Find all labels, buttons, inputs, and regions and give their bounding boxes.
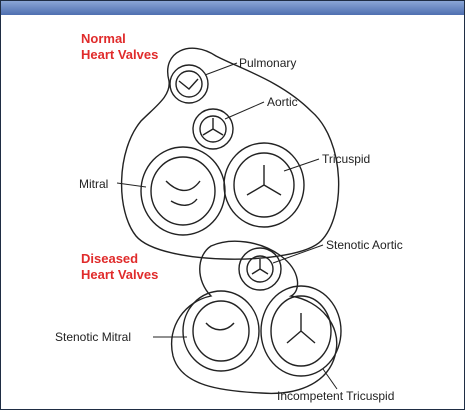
normal-title-line1: Normal — [81, 31, 158, 47]
stenotic-aortic-valve — [239, 248, 281, 290]
stenotic-mitral-valve — [183, 291, 259, 371]
label-pulmonary: Pulmonary — [239, 56, 296, 70]
label-tricuspid: Tricuspid — [322, 152, 370, 166]
label-stenotic-aortic: Stenotic Aortic — [326, 238, 403, 252]
label-stenotic-mitral: Stenotic Mitral — [55, 330, 131, 344]
tricuspid-valve — [224, 143, 304, 227]
normal-heart-outline — [122, 48, 339, 259]
incompetent-tricuspid-valve — [261, 286, 341, 376]
diseased-title-line1: Diseased — [81, 251, 158, 267]
pulmonary-valve — [170, 65, 208, 103]
label-mitral: Mitral — [79, 177, 108, 191]
label-incompetent-tricuspid: Incompetent Tricuspid — [277, 389, 394, 403]
normal-title-line2: Heart Valves — [81, 47, 158, 63]
diseased-heart-valves-title: Diseased Heart Valves — [81, 251, 158, 283]
leader-incompetent-tricuspid — [323, 369, 337, 389]
diseased-title-line2: Heart Valves — [81, 267, 158, 283]
leader-aortic — [225, 102, 264, 119]
label-aortic: Aortic — [267, 95, 298, 109]
leader-stenotic-aortic — [273, 245, 323, 263]
leader-pulmonary — [205, 63, 237, 75]
normal-heart-valves-title: Normal Heart Valves — [81, 31, 158, 63]
aortic-valve — [193, 109, 233, 149]
mitral-valve — [141, 147, 225, 235]
